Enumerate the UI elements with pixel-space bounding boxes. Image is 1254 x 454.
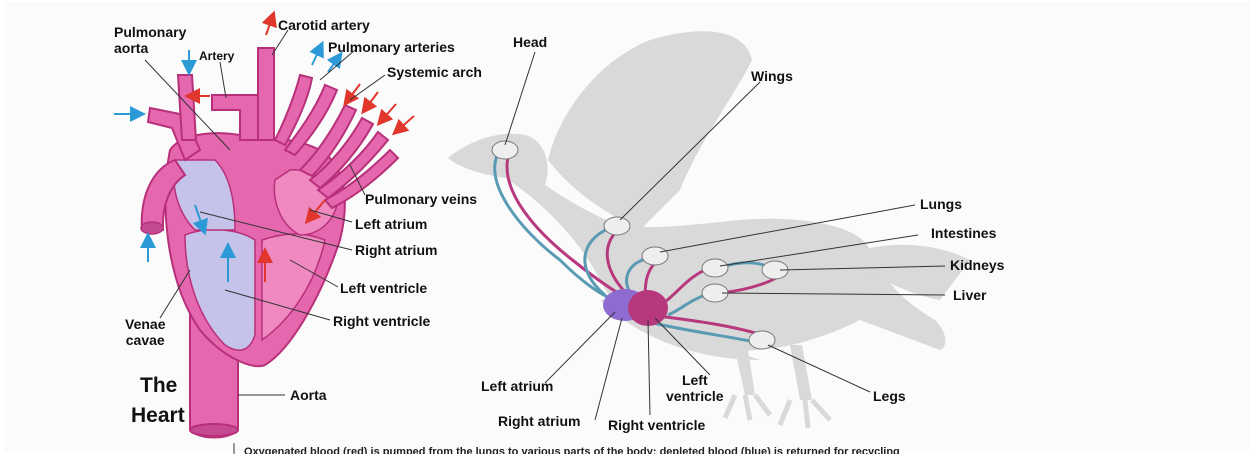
- label-pulmonary-arteries: Pulmonary arteries: [328, 39, 455, 55]
- label-artery: Artery: [199, 48, 234, 64]
- label-carotid-artery: Carotid artery: [278, 17, 370, 33]
- label-kidneys: Kidneys: [950, 257, 1004, 273]
- label-left-atrium-bird: Left atrium: [481, 378, 553, 394]
- heart-title-line2: Heart: [131, 404, 185, 428]
- label-liver: Liver: [953, 287, 986, 303]
- label-legs: Legs: [873, 388, 906, 404]
- label-lungs: Lungs: [920, 196, 962, 212]
- label-aorta: Aorta: [290, 387, 327, 403]
- label-pulmonary-veins: Pulmonary veins: [365, 191, 477, 207]
- heart-title-line1: The: [140, 374, 177, 398]
- label-head: Head: [513, 34, 547, 50]
- label-left-ventricle-bird: Left ventricle: [666, 372, 724, 404]
- label-right-atrium-heart: Right atrium: [355, 242, 437, 258]
- label-right-atrium-bird: Right atrium: [498, 413, 580, 429]
- label-left-ventricle-heart: Left ventricle: [340, 280, 427, 296]
- label-intestines: Intestines: [931, 225, 996, 241]
- label-right-ventricle-bird: Right ventricle: [608, 417, 705, 433]
- label-left-atrium-heart: Left atrium: [355, 216, 427, 232]
- label-venae-cavae: Venae cavae: [125, 316, 165, 348]
- label-systemic-arch: Systemic arch: [387, 64, 482, 80]
- figure-caption: Oxygenated blood (red) is pumped from th…: [244, 440, 1244, 454]
- label-pulmonary-aorta: Pulmonary aorta: [114, 24, 186, 56]
- label-right-ventricle-heart: Right ventricle: [333, 313, 430, 329]
- label-wings: Wings: [751, 68, 793, 84]
- bird-heart: [603, 289, 668, 326]
